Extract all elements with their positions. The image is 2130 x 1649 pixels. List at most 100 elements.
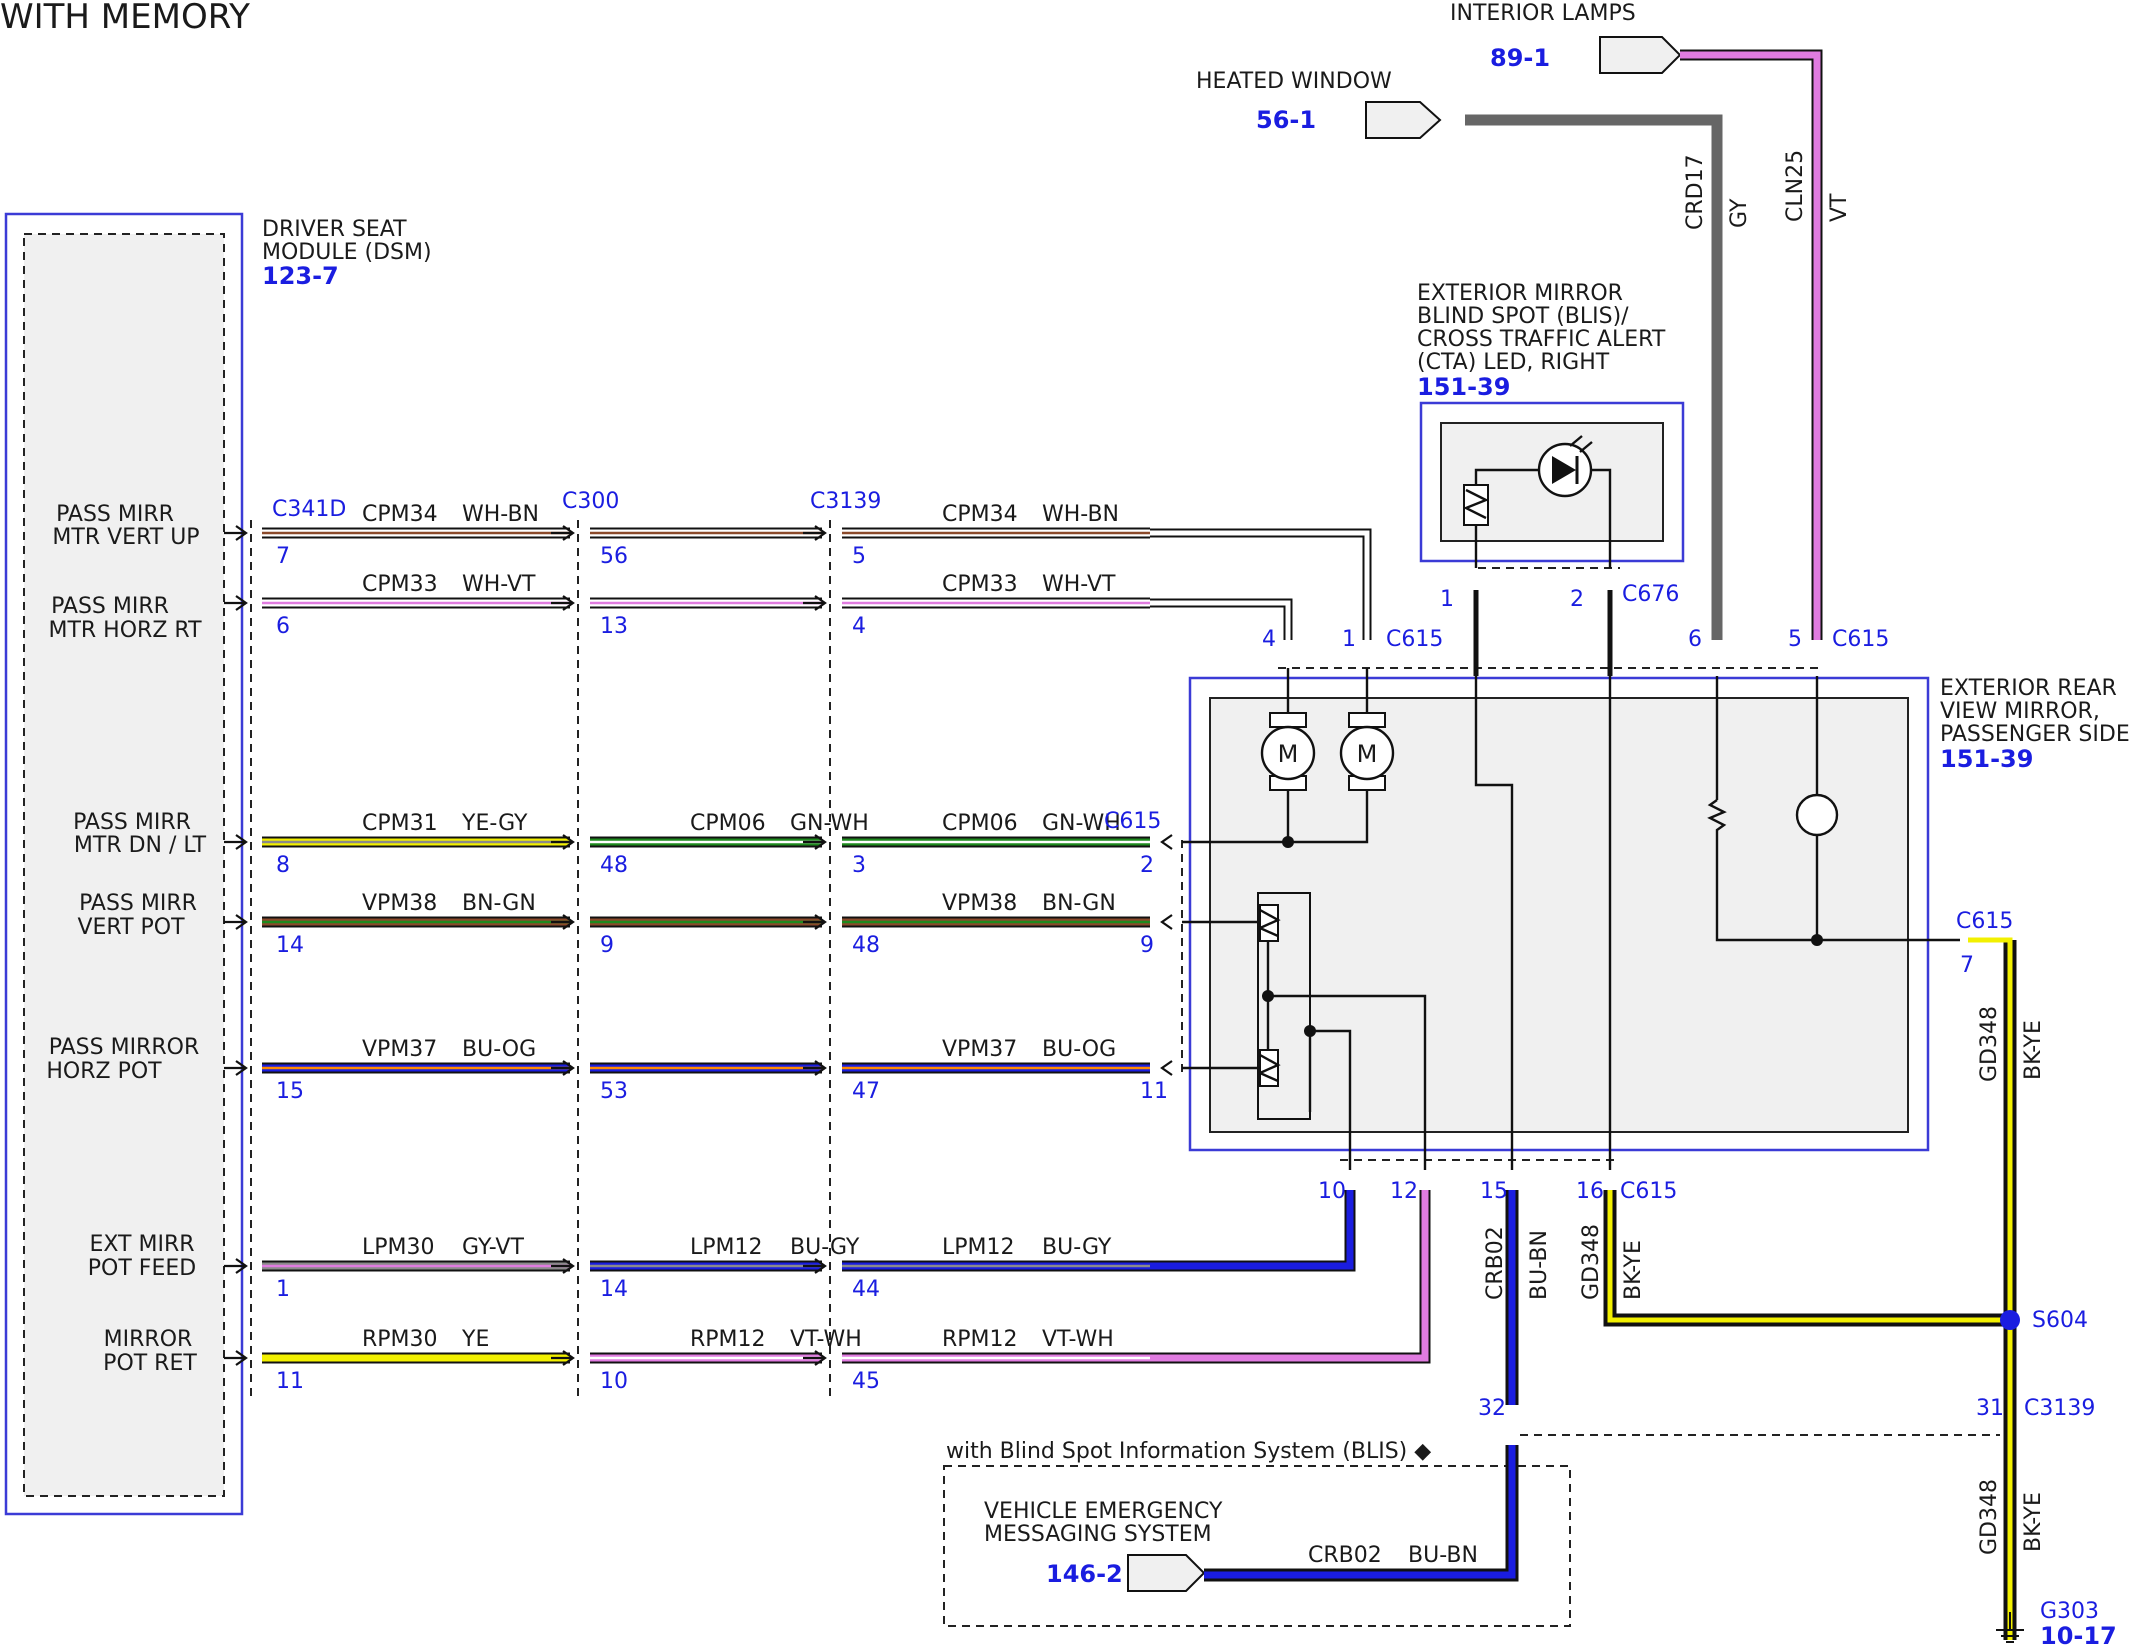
cpm33-route xyxy=(1150,600,1291,640)
c3139-pin-31: 31 xyxy=(1976,1396,2004,1421)
s604-splice xyxy=(2000,1310,2020,1330)
exterior-mirror-frame xyxy=(1188,676,1930,1152)
gd348-circuit-right: GD348 xyxy=(1977,1006,2002,1082)
wire-color-label: VT-WH xyxy=(790,1327,862,1352)
wire-pin-number: 14 xyxy=(600,1277,628,1302)
vems-label-line1: VEHICLE EMERGENCY xyxy=(984,1499,1223,1524)
wire-color-label: YE xyxy=(461,1327,489,1352)
led-1-internal xyxy=(1474,676,1514,1170)
gd348-wire-left-outline xyxy=(1603,1190,2010,1327)
s604-label: S604 xyxy=(2032,1308,2088,1333)
cln25-circuit: CLN25 xyxy=(1783,150,1808,222)
led-circuit xyxy=(1463,435,1612,568)
gd348-wire-right xyxy=(1968,937,2013,1640)
c615-pin-1: 1 xyxy=(1342,627,1356,652)
wire-pin-number: 9 xyxy=(1140,933,1154,958)
wire-color-label: WH-BN xyxy=(1042,502,1119,527)
wire-color-label: YE-GY xyxy=(461,811,528,836)
wire-circuit-label: RPM12 xyxy=(942,1327,1018,1352)
wire-circuit-label: VPM37 xyxy=(942,1037,1017,1062)
crb02-vems-wire xyxy=(1204,1445,1516,1579)
crd17-circuit: CRD17 xyxy=(1683,154,1708,230)
blis-note: with Blind Spot Information System (BLIS… xyxy=(946,1439,1431,1464)
c615-label-top: C615 xyxy=(1832,627,1889,652)
c341d-label: C341D xyxy=(272,497,346,522)
mirror-label-line2: VIEW MIRROR, xyxy=(1940,699,2100,724)
gd348-wire-left xyxy=(1607,1190,2010,1323)
wire-pin-number: 13 xyxy=(600,614,628,639)
c615-pin-4: 4 xyxy=(1262,627,1276,652)
wire-color-label: BN-GN xyxy=(462,891,536,916)
wire-pin-number: 6 xyxy=(276,614,290,639)
wire-circuit-label: VPM38 xyxy=(942,891,1017,916)
wire-color-label: GN-WH xyxy=(790,811,869,836)
wire-circuit-label: RPM12 xyxy=(690,1327,766,1352)
wire-color-label: WH-BN xyxy=(462,502,539,527)
dsm-pin-label: PASS MIRR xyxy=(73,810,191,835)
gd348-color-right: BK-YE xyxy=(2021,1020,2046,1080)
heated-window-label: HEATED WINDOW xyxy=(1196,69,1392,94)
wire-pin-number: 10 xyxy=(600,1369,628,1394)
ground-junction xyxy=(1811,934,1823,946)
wire-pin-number: 47 xyxy=(852,1079,880,1104)
wire-pin-number: 45 xyxy=(852,1369,880,1394)
c676-pin-2: 2 xyxy=(1570,587,1584,612)
wire-color-label: GY-VT xyxy=(462,1235,524,1260)
dsm-pin-label: POT FEED xyxy=(88,1256,196,1281)
wire-circuit-label: CPM33 xyxy=(362,572,438,597)
dsm-label-line1: DRIVER SEAT xyxy=(262,217,407,242)
ground-symbol xyxy=(1996,1612,2024,1643)
wire-color-label: BU-OG xyxy=(1042,1037,1116,1062)
dsm-pin-label: POT RET xyxy=(103,1351,197,1376)
wire-color-label: VT-WH xyxy=(1042,1327,1114,1352)
vems-connector xyxy=(1127,1554,1206,1592)
rpm12-route-outline xyxy=(1150,1190,1431,1364)
crb02-circuit: CRB02 xyxy=(1483,1226,1508,1300)
c615-label-left: C615 xyxy=(1104,809,1161,834)
c3139-label: C3139 xyxy=(810,489,881,514)
heated-window-connector xyxy=(1365,101,1442,139)
gd348-circuit-lower: GD348 xyxy=(1977,1479,2002,1555)
dsm-ref: 123-7 xyxy=(262,262,339,290)
cln25-color: VT xyxy=(1827,193,1852,222)
dsm-pin-label: EXT MIRR xyxy=(89,1232,194,1257)
wire-pin-number: 4 xyxy=(852,614,866,639)
dsm-pin-label: PASS MIRR xyxy=(79,891,197,916)
interior-lamps-connector xyxy=(1599,36,1682,74)
crb02-color: BU-BN xyxy=(1527,1230,1552,1300)
wire-pin-number: 53 xyxy=(600,1079,628,1104)
cpm34-route-outline xyxy=(1150,528,1372,640)
gd348-color-lower: BK-YE xyxy=(2021,1492,2046,1552)
wire-color-label: BU-GY xyxy=(790,1235,860,1260)
wire-circuit-label: CPM06 xyxy=(690,811,766,836)
crb02-vems-color: BU-BN xyxy=(1408,1543,1478,1568)
wire-circuit-label: CPM06 xyxy=(942,811,1018,836)
c676-pin-1: 1 xyxy=(1440,587,1454,612)
wire-pin-number: 44 xyxy=(852,1277,880,1302)
wire-circuit-label: VPM37 xyxy=(362,1037,437,1062)
led-label-line1: EXTERIOR MIRROR xyxy=(1417,281,1623,306)
potentiometers xyxy=(1182,892,1427,1170)
diagram-title: WITH MEMORY xyxy=(0,0,250,37)
wire-circuit-label: LPM12 xyxy=(690,1235,763,1260)
wire-color-label: WH-VT xyxy=(1042,572,1116,597)
c3139-pin-32: 32 xyxy=(1478,1396,1506,1421)
interior-lamps-ref: 89-1 xyxy=(1490,44,1550,72)
led-label-line4: (CTA) LED, RIGHT xyxy=(1417,350,1610,375)
wire-pin-number: 5 xyxy=(852,544,866,569)
wire-circuit-label: CPM33 xyxy=(942,572,1018,597)
cln25-wire-outline xyxy=(1680,49,1823,640)
c615-pin-6: 6 xyxy=(1688,627,1702,652)
wire-pin-number: 7 xyxy=(276,544,290,569)
wire-color-label: BU-GY xyxy=(1042,1235,1112,1260)
crd17-color: GY xyxy=(1727,198,1752,228)
dsm-pin-label: MTR VERT UP xyxy=(52,525,199,550)
wire-pin-number: 48 xyxy=(852,933,880,958)
dsm-pin-label: HORZ POT xyxy=(46,1059,162,1084)
cpm34-route xyxy=(1150,530,1370,640)
wire-pin-number: 1 xyxy=(276,1277,290,1302)
crb02-vems-circuit: CRB02 xyxy=(1308,1543,1382,1568)
heated-window-ref: 56-1 xyxy=(1256,106,1316,134)
connector-arrow xyxy=(1160,914,1173,930)
